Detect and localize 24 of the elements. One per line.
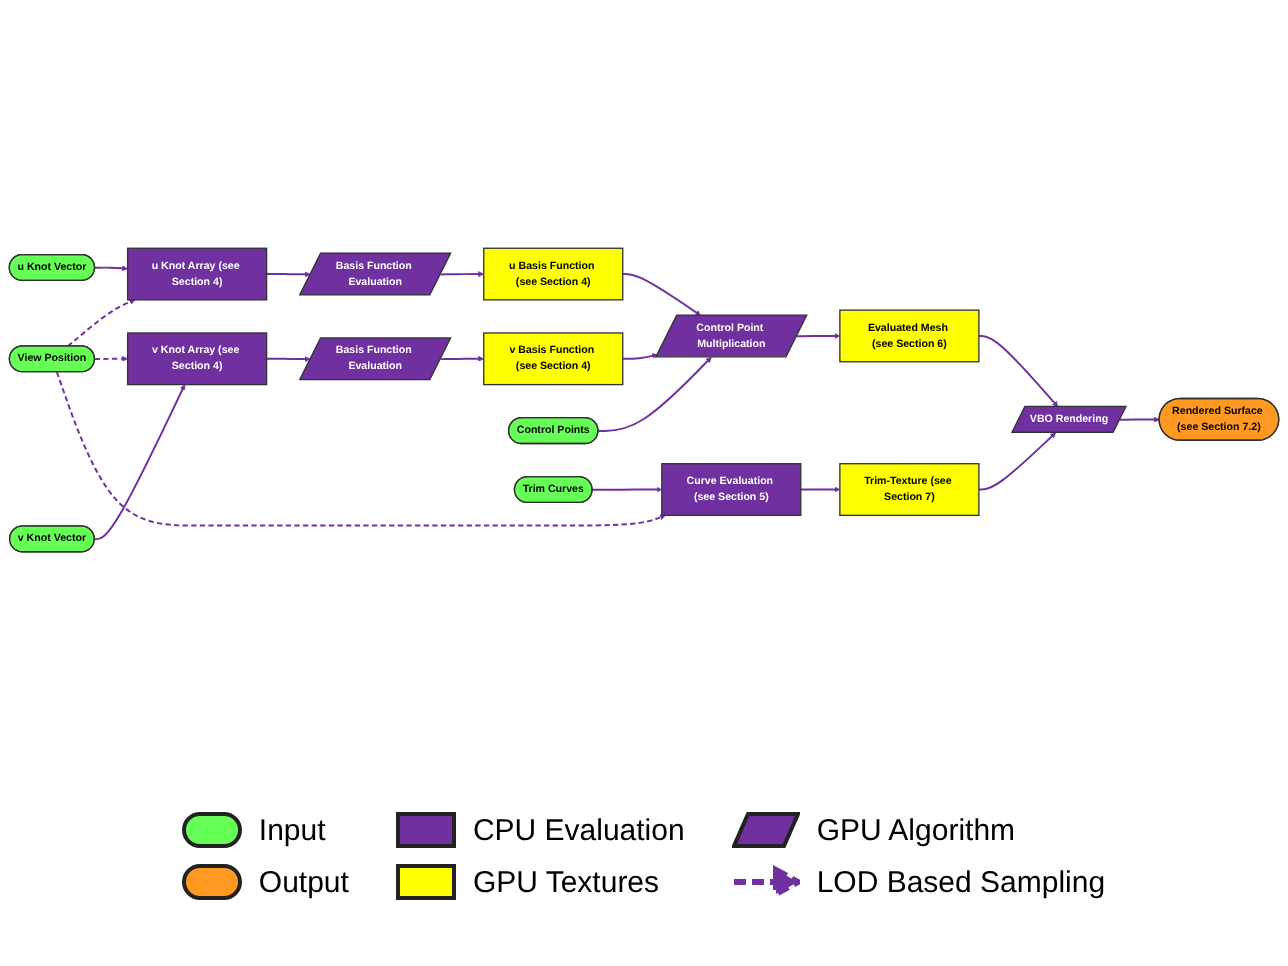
arrow [66,299,136,348]
legend-label: GPU Algorithm [816,813,1016,847]
arrow [1118,416,1160,423]
legend-label: Input [258,813,326,847]
arrow [621,353,658,360]
legend-label: CPU Evaluation [472,813,685,847]
arrow [93,265,128,272]
arrow [621,273,701,316]
arrow [439,271,484,277]
arrow [439,355,484,362]
arrow [795,333,841,339]
arrow [977,432,1057,491]
legend-label: LOD Based Sampling [816,865,1106,899]
arrow [977,334,1059,408]
arrow [55,371,666,527]
arrow [799,486,841,493]
arrow [93,355,128,362]
legend-label: GPU Textures [472,865,660,899]
arrow [93,384,186,541]
arrow [591,486,663,493]
arrow [265,356,311,362]
arrow [597,356,712,432]
arrow [265,271,311,278]
legend-label: Output [258,865,349,899]
